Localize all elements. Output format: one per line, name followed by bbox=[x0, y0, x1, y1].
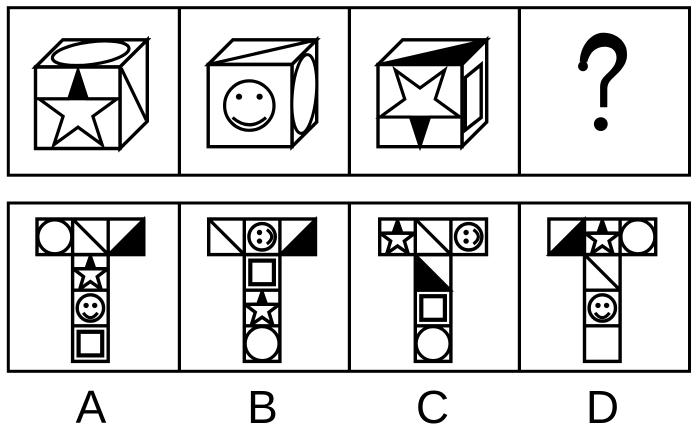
svg-text:A: A bbox=[76, 381, 107, 426]
svg-text:C: C bbox=[416, 381, 449, 426]
svg-text:D: D bbox=[586, 381, 619, 426]
svg-text:B: B bbox=[247, 381, 278, 426]
